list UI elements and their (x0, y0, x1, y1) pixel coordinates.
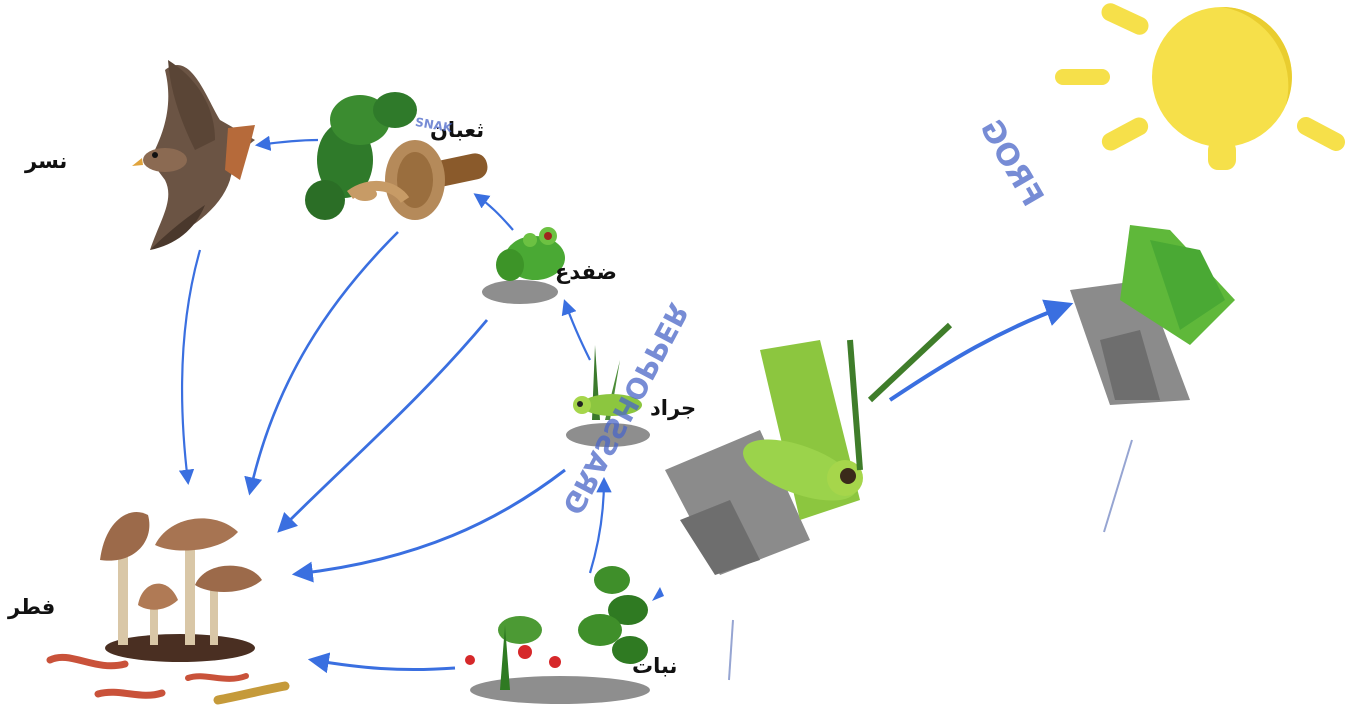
arrow-snake-to-fungi (250, 232, 398, 492)
arrow-frog-to-fungi (280, 320, 487, 530)
sun-icon (1055, 0, 1348, 170)
large-frog-image (1070, 225, 1235, 405)
arrow-plant-to-fungi (312, 660, 455, 670)
frog-icon (482, 227, 565, 304)
label-fungi: فطر (8, 595, 55, 619)
plant-icon (465, 566, 650, 704)
arrow-frog-to-snake (476, 195, 513, 230)
label-frog: ضفدع (555, 260, 617, 284)
arrow-snake-to-eagle (258, 140, 318, 145)
label-grasshopper: جراد (650, 396, 696, 420)
arrow-grasshopper-to-fungi (296, 470, 565, 574)
eagle-icon (132, 60, 255, 250)
fungi-icon (50, 512, 285, 700)
snake-icon (305, 92, 490, 220)
label-plant: نبات (632, 654, 677, 678)
large-grasshopper-image (665, 325, 950, 575)
arrow-eagle-to-fungi (182, 250, 200, 482)
label-eagle: نسر (25, 149, 67, 173)
arrow-plant-to-bg-grasshopper (652, 587, 664, 601)
arrow-grasshopper-to-frog (565, 302, 590, 360)
